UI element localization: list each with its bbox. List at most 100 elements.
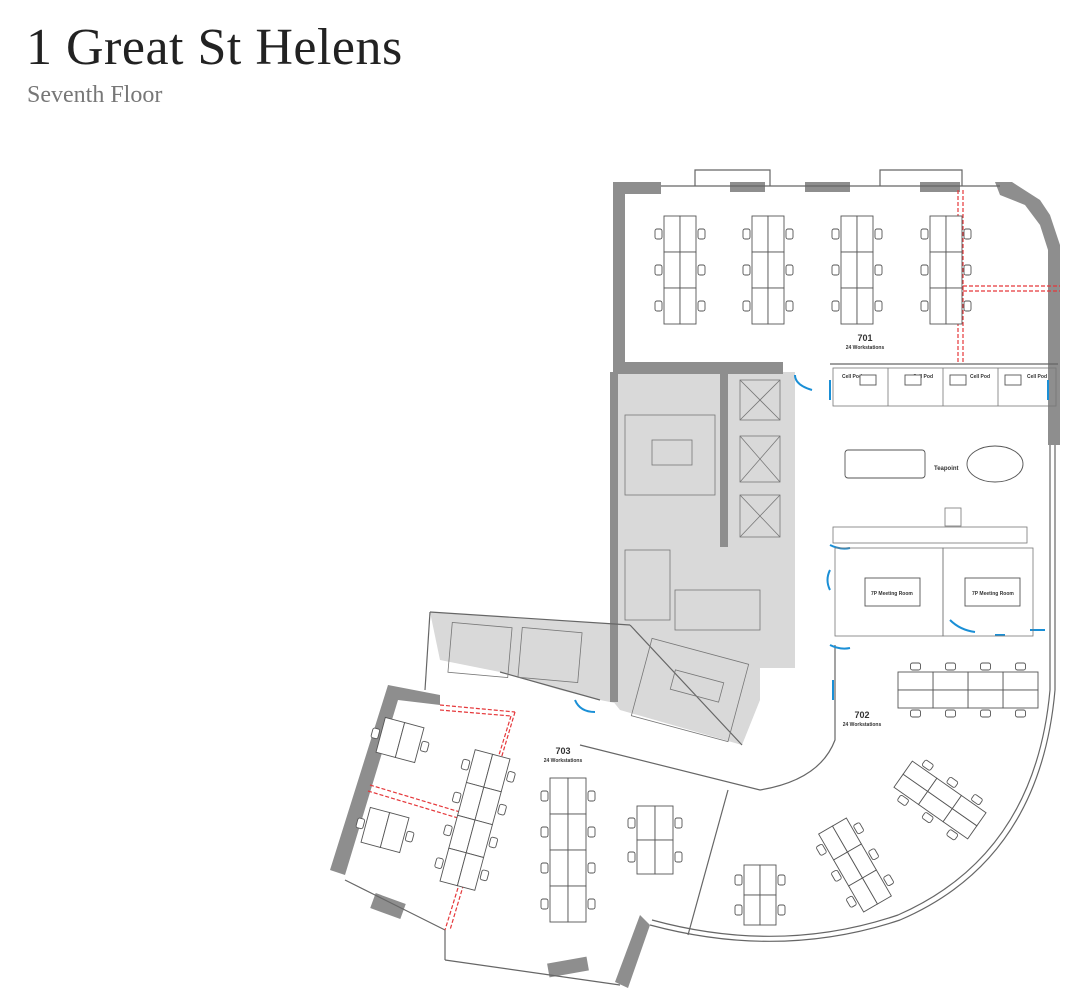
chair (479, 869, 490, 882)
chair (874, 264, 883, 276)
chair (443, 824, 453, 837)
meeting-room-1-label: 7P Meeting Room (871, 591, 913, 597)
desk (567, 777, 587, 815)
chair (945, 709, 956, 718)
chair (434, 857, 444, 869)
chair (697, 264, 706, 276)
cell-pod-label: Cell Pod (842, 374, 862, 380)
core-details (447, 379, 781, 743)
desk (767, 251, 785, 289)
chair (587, 826, 596, 838)
desk (929, 251, 947, 289)
desk-cluster (742, 215, 794, 325)
desk (897, 689, 934, 709)
cell-pod-label: Cell Pod (913, 374, 933, 380)
desk (951, 794, 987, 827)
desk-cluster (920, 215, 972, 325)
desk (751, 251, 769, 289)
room-702-number: 702 (854, 710, 869, 720)
chair (831, 264, 840, 276)
desk (897, 671, 934, 691)
chair (831, 300, 840, 312)
room-701-capacity: 24 Workstations (846, 345, 885, 351)
desk (767, 287, 785, 325)
desk (856, 287, 874, 325)
desk (929, 287, 947, 325)
desk (654, 839, 674, 875)
chair (785, 228, 794, 240)
desk (679, 287, 697, 325)
chair (587, 790, 596, 802)
chair (963, 228, 972, 240)
chair (497, 803, 507, 816)
desk (549, 813, 569, 851)
desk (929, 215, 947, 253)
cell-pod-label: Cell Pod (1027, 374, 1047, 380)
desk (663, 215, 681, 253)
chair (921, 812, 934, 824)
chair (734, 874, 743, 886)
chair (874, 228, 883, 240)
meeting-room-2-label: 7P Meeting Room (972, 591, 1014, 597)
chair (846, 895, 857, 908)
chair (785, 264, 794, 276)
desk (751, 215, 769, 253)
chair (355, 817, 366, 830)
room-701-number: 701 (857, 333, 872, 343)
chair (874, 300, 883, 312)
chair (587, 898, 596, 910)
desk (679, 215, 697, 253)
teapoint-label: Teapoint (934, 466, 959, 472)
chair (654, 228, 663, 240)
chair (946, 829, 959, 841)
chair (910, 709, 921, 718)
desk (856, 215, 874, 253)
room-703-capacity: 24 Workstations (544, 758, 583, 764)
chair (654, 300, 663, 312)
chair (920, 264, 929, 276)
desk (945, 287, 963, 325)
chair (742, 228, 751, 240)
desk-cluster (816, 817, 894, 913)
desk (861, 869, 892, 905)
chair (540, 790, 549, 802)
desk (932, 689, 969, 709)
chair (506, 771, 516, 783)
desk (394, 722, 425, 764)
desk (856, 251, 874, 289)
desk (840, 215, 858, 253)
desk (1002, 689, 1039, 709)
desk-cluster (627, 805, 683, 875)
chair (419, 740, 430, 753)
chair (460, 758, 471, 771)
desk (679, 251, 697, 289)
chair (540, 862, 549, 874)
desk (1002, 671, 1039, 691)
desk (743, 894, 761, 926)
chair (785, 300, 794, 312)
chair (963, 300, 972, 312)
doors (574, 374, 1049, 713)
desk (751, 287, 769, 325)
desk-cluster (897, 662, 1039, 718)
workstations (355, 215, 1039, 926)
desk (549, 849, 569, 887)
desk (663, 287, 681, 325)
chair (945, 662, 956, 671)
chair (674, 851, 683, 863)
desk (567, 885, 587, 923)
desk (379, 812, 410, 854)
desk-cluster (370, 716, 430, 764)
chair (742, 264, 751, 276)
building-title: 1 Great St Helens (26, 19, 403, 76)
chair (921, 759, 934, 771)
desk (663, 251, 681, 289)
chair (831, 869, 842, 882)
chair (734, 904, 743, 916)
chair (654, 264, 663, 276)
chair (1015, 709, 1026, 718)
desk (636, 839, 656, 875)
chair (674, 817, 683, 829)
meeting-rooms: 7P Meeting Room 7P Meeting Room (834, 547, 1034, 637)
